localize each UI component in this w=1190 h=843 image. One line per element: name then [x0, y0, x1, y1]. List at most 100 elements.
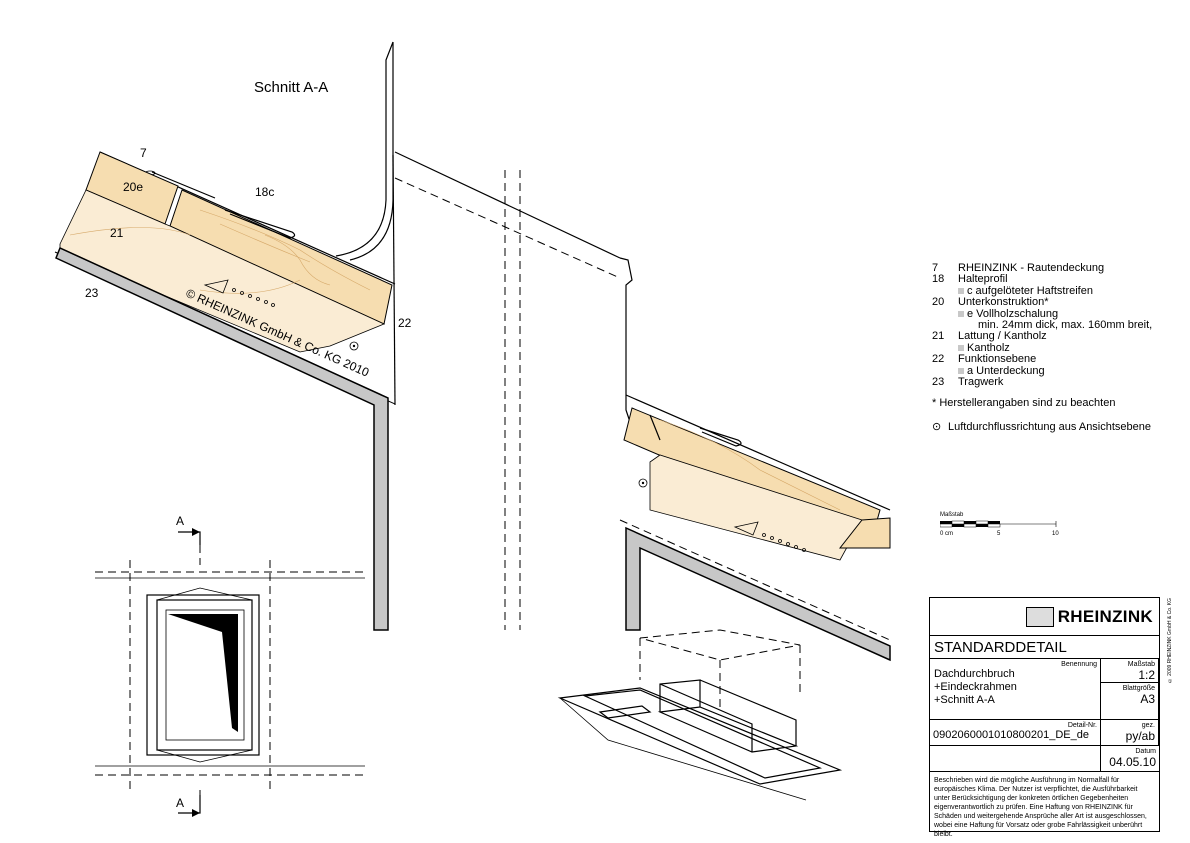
detail-value: 0902060001010800201_DE_de: [933, 729, 1089, 741]
legend-sub-label: e Vollholzschalung: [967, 307, 1059, 320]
legend-num: 20: [932, 296, 945, 309]
legend-label: Tragwerk: [958, 376, 1004, 389]
right-clip: [699, 427, 742, 447]
material-swatch-icon: [958, 344, 964, 351]
legend-label: Halteprofil: [958, 273, 1008, 286]
scale-tick-10: 10: [1052, 531, 1059, 537]
section-marker-top: A: [176, 514, 184, 528]
right-upstand: [619, 257, 633, 429]
frame-vertical: [392, 154, 396, 406]
rheinzink-logo-icon: [1025, 606, 1054, 627]
scale-tick-5: 5: [997, 531, 1001, 537]
blatt-value: A3: [1140, 692, 1155, 706]
legend-item-20: 20 Unterkonstruktion*: [932, 296, 1182, 309]
benennung-line: +Eindeckrahmen: [934, 681, 1017, 693]
right-structure: [625, 526, 891, 662]
legend-label: Unterkonstruktion*: [958, 296, 1049, 309]
benennung-line: Dachdurchbruch: [934, 668, 1015, 680]
datum-value: 04.05.10: [1109, 755, 1156, 769]
benennung-line: +Schnitt A-A: [934, 694, 995, 706]
upstand-flashing: [335, 41, 394, 257]
right-seam: [649, 414, 661, 441]
legend-item-21: 21 Lattung / Kantholz: [932, 330, 1182, 343]
frame-top-line: [394, 151, 621, 259]
legend-item-18: 18 Halteprofil: [932, 273, 1182, 286]
section-marker-top-line: [178, 531, 201, 545]
airflow-symbol-icon: [349, 341, 359, 351]
scale-bar: Maßstab 0 cm 5 10: [939, 512, 1060, 542]
airflow-symbol-icon: ⊙: [932, 420, 942, 433]
scale-label: Maßstab: [940, 512, 964, 518]
batten-grain-2: [199, 279, 301, 294]
right-airflow-symbol-dot: [641, 481, 645, 485]
massstab-value: 1:2: [1101, 668, 1158, 683]
callout-18c: 18c: [255, 185, 274, 199]
right-grain: [659, 419, 841, 511]
airflow-symbol-dot: [352, 344, 356, 348]
detail-label: Detail-Nr.: [1067, 722, 1097, 729]
title-block: RHEINZINK STANDARDDETAIL Benennung Dachd…: [929, 597, 1160, 838]
legend-label: Funktionsebene: [958, 353, 1037, 366]
right-batten-end: [838, 517, 891, 549]
legend-sub-label: Kantholz: [967, 341, 1010, 354]
benennung-cell: Benennung Dachdurchbruch +Eindeckrahmen …: [930, 659, 1101, 720]
legend-sub-label: c aufgelöteter Haftstreifen: [967, 284, 1093, 297]
section-arrow-icon: [192, 528, 200, 536]
legend-sub-20e-note: min. 24mm dick, max. 160mm breit,: [978, 319, 1153, 332]
gez-label: gez.: [1141, 722, 1155, 729]
legend-label: RHEINZINK - Rautendeckung: [958, 262, 1105, 274]
disclaimer-text: Beschrieben wird die mögliche Ausführung…: [934, 777, 1147, 838]
datum-label: Datum: [1135, 748, 1156, 755]
section-marker-bottom: A: [176, 796, 184, 810]
section-arrow-bottom-icon: [192, 809, 200, 817]
wood-grain: [199, 209, 371, 291]
legend-item-7: 7 RHEINZINK - Rautendeckung: [932, 262, 1182, 274]
brand-logo: RHEINZINK: [930, 598, 1159, 636]
scale-tick-0: 0 cm: [940, 531, 953, 537]
legend-sub-22a: a Unterdeckung: [932, 364, 1182, 377]
legend-note-air: ⊙ Luftdurchflussrichtung aus Ansichtseben…: [932, 420, 1182, 433]
legend-sub-21: Kantholz: [932, 341, 1182, 354]
wood-grain-2: [219, 223, 311, 263]
callout-7: 7: [140, 146, 147, 160]
legend-num: 18: [932, 273, 945, 286]
right-cladding: [625, 394, 891, 511]
legend-note-air-text: Luftdurchflussrichtung aus Ansichtsebene: [948, 420, 1152, 433]
material-swatch-icon: [958, 310, 964, 317]
legend-sub-20e: e Vollholzschalung: [932, 307, 1182, 320]
legend: 7 RHEINZINK - Rautendeckung 18 Halteprofil…: [932, 262, 1182, 433]
callout-20e: 20e: [123, 180, 143, 194]
material-swatch-icon: [958, 367, 964, 374]
legend-num: 22: [932, 353, 945, 366]
scale-graphic: 0 cm 5 10: [939, 520, 1059, 537]
airflow-arrow-icon: [203, 279, 229, 294]
batten-grain: [69, 227, 191, 236]
airflow-dots: [232, 288, 275, 307]
datum-cell: Datum 04.05.10: [1101, 746, 1159, 771]
section-title: Schnitt A-A: [254, 79, 328, 96]
legend-note-star: * Herstellerangaben sind zu beachten: [932, 397, 1116, 410]
callout-21: 21: [110, 226, 124, 240]
blatt-label: Blattgröße: [1122, 685, 1155, 692]
massstab-label: Maßstab: [1127, 661, 1155, 668]
legend-sub-label: a Unterdeckung: [967, 364, 1045, 377]
gez-value: py/ab: [1125, 729, 1155, 743]
gez-cell: gez. py/ab: [1101, 720, 1159, 746]
frame-dashed-line: [394, 177, 621, 279]
title-heading: STANDARDDETAIL: [930, 636, 1159, 659]
legend-label: Lattung / Kantholz: [958, 330, 1047, 343]
seam-7: [151, 171, 216, 199]
callout-23: 23: [85, 286, 99, 300]
isometric-view: [557, 629, 843, 801]
legend-num: 21: [932, 330, 945, 343]
brand-name: RHEINZINK: [1057, 606, 1153, 626]
detail-cell: Detail-Nr. 0902060001010800201_DE_de: [930, 720, 1101, 746]
callout-22: 22: [398, 316, 412, 330]
legend-num: 7: [932, 262, 939, 274]
empty-cell: [930, 746, 1101, 771]
material-swatch-icon: [958, 287, 964, 294]
title-grid: Benennung Dachdurchbruch +Eindeckrahmen …: [930, 659, 1159, 772]
massstab-blatt-cell: Maßstab 1:2 Blattgröße A3: [1101, 659, 1159, 720]
